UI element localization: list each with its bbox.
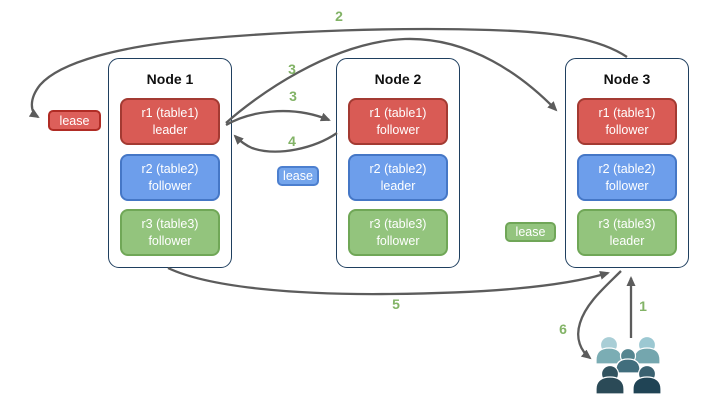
- replica-role: follower: [148, 233, 192, 248]
- node1-replica-r3: r3 (table3) follower: [120, 209, 220, 256]
- replica-name: r2 (table2): [141, 162, 199, 177]
- replica-role: follower: [605, 122, 649, 137]
- user-icon: [595, 335, 623, 365]
- replica-name: r2 (table2): [369, 162, 427, 177]
- replica-name: r3 (table3): [141, 217, 199, 232]
- replica-role: follower: [376, 122, 420, 137]
- node3-replica-r3: r3 (table3) leader: [577, 209, 677, 256]
- lease-badge-green: lease: [505, 222, 556, 242]
- step-label-6: 6: [559, 321, 567, 337]
- step-label-3a: 3: [288, 61, 296, 77]
- step-label-2: 2: [335, 8, 343, 24]
- replica-role: follower: [605, 178, 649, 193]
- replica-role: follower: [376, 233, 420, 248]
- step-label-1: 1: [639, 298, 647, 314]
- step-label-5: 5: [392, 296, 400, 312]
- replica-role: leader: [380, 178, 416, 193]
- replica-role: leader: [152, 122, 188, 137]
- user-icon: [632, 364, 662, 395]
- lease-badge-blue: lease: [277, 166, 319, 186]
- step-label-4: 4: [288, 133, 296, 149]
- replica-name: r3 (table3): [598, 217, 656, 232]
- replica-role: follower: [148, 178, 192, 193]
- node2-replica-r3: r3 (table3) follower: [348, 209, 448, 256]
- node2-replica-r2: r2 (table2) leader: [348, 154, 448, 201]
- user-icon: [595, 364, 625, 395]
- replica-name: r2 (table2): [598, 162, 656, 177]
- replica-name: r3 (table3): [369, 217, 427, 232]
- user-icon: [633, 335, 661, 365]
- replica-role: leader: [609, 233, 645, 248]
- node3-replica-r2: r2 (table2) follower: [577, 154, 677, 201]
- step-label-3b: 3: [289, 88, 297, 104]
- node1-replica-r2: r2 (table2) follower: [120, 154, 220, 201]
